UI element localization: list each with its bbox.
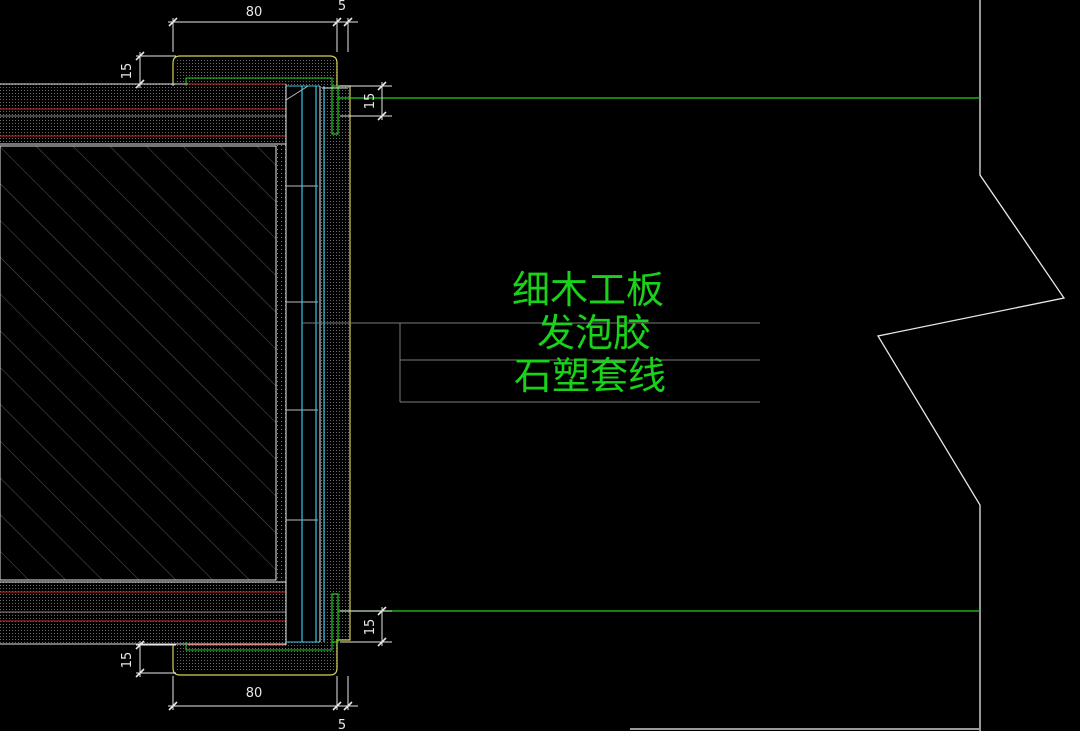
- label-blockboard: 细木工板: [512, 268, 664, 312]
- label-stone-plastic-casing: 石塑套线: [514, 354, 666, 398]
- dimension-lines: [136, 18, 392, 710]
- label-foam-glue: 发泡胶: [537, 311, 651, 355]
- dim-bottom-gap: 5: [338, 718, 346, 731]
- dim-top-width: 80: [246, 5, 263, 20]
- door-frame: [172, 55, 351, 676]
- dim-top-right-height: 15: [363, 93, 378, 110]
- dim-bottom-right-height: 15: [363, 619, 378, 636]
- dim-top-left-height: 15: [120, 63, 135, 80]
- dimension-ticks: [135, 17, 387, 711]
- dim-bottom-width: 80: [246, 686, 263, 701]
- door-panel: [0, 83, 286, 645]
- label-leaders: [302, 322, 760, 403]
- dim-top-gap: 5: [338, 0, 346, 14]
- dim-bottom-left-height: 15: [120, 652, 135, 669]
- wall-outline: [876, 0, 1066, 731]
